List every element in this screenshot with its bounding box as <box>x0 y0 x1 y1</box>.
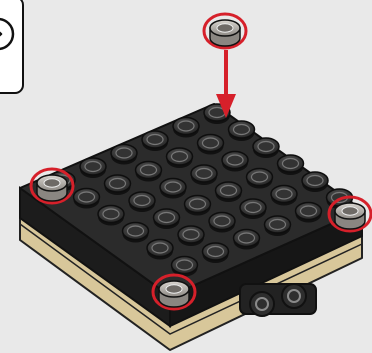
plate-stud <box>198 135 224 155</box>
plate-stud <box>178 226 204 246</box>
plate-stud <box>253 138 279 158</box>
plate-stud <box>111 145 137 165</box>
plate-stud <box>173 118 199 138</box>
plate-stud <box>229 121 255 141</box>
plate-stud <box>271 186 297 206</box>
plate-stud <box>80 158 106 178</box>
plate-stud <box>98 206 124 226</box>
plate-stud <box>136 162 162 182</box>
plate-stud <box>74 189 100 209</box>
plate-stud <box>302 172 328 192</box>
plate-stud <box>222 152 248 172</box>
plate-stud <box>278 155 304 175</box>
plate-stud <box>172 257 198 277</box>
plate-stud <box>129 192 155 212</box>
plate-stud <box>203 243 229 263</box>
plate-stud <box>191 165 217 185</box>
plate-stud <box>105 175 131 195</box>
plate-stud <box>240 199 266 219</box>
plate-stud <box>142 131 168 151</box>
plate-stud <box>147 240 173 260</box>
plate-stud <box>209 213 235 233</box>
plate-stud <box>154 209 180 229</box>
plate-stud <box>265 216 291 236</box>
plate-stud <box>247 169 273 189</box>
plate-stud <box>185 196 211 216</box>
highlighted-stud <box>204 14 246 48</box>
plate-stud <box>160 179 186 199</box>
plate-stud <box>296 203 322 223</box>
plate-stud <box>216 182 242 202</box>
plate-stud <box>123 223 149 243</box>
plate-stud <box>167 148 193 168</box>
side-pin-connectors <box>240 284 316 316</box>
plate-stud <box>234 230 260 250</box>
